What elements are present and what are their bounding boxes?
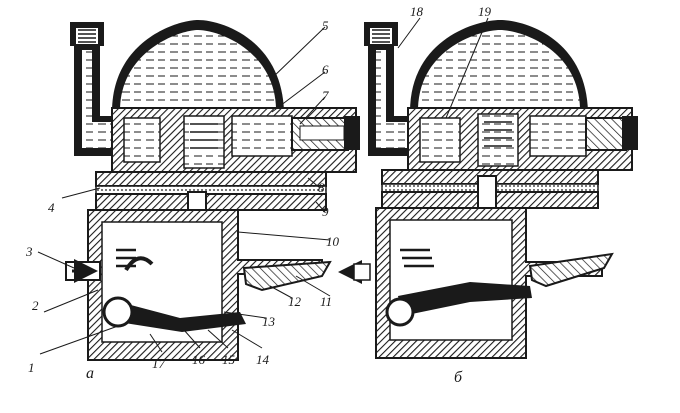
callout-7: 7: [322, 88, 329, 103]
lower-flange-a: [95, 193, 327, 211]
leader-lines: [37, 17, 489, 355]
panel-b-pump: [338, 20, 638, 359]
callout-9: 9: [322, 204, 329, 219]
callout-3: 3: [25, 244, 33, 259]
callout-12: 12: [288, 294, 302, 309]
dome-fuel-a: [120, 30, 276, 108]
top-flange-a: [95, 171, 327, 187]
callout-5: 5: [322, 18, 329, 33]
callout-4: 4: [48, 200, 55, 215]
panel-label-b: б: [454, 369, 463, 386]
callout-15: 15: [222, 352, 236, 367]
callout-18: 18: [410, 4, 424, 19]
outlet-fitting-b: [585, 117, 627, 151]
callout-16: 16: [192, 352, 206, 367]
callout-14: 14: [256, 352, 270, 367]
callout-2: 2: [32, 298, 39, 313]
callout-8: 8: [318, 180, 325, 195]
manual-lever-b: [528, 252, 614, 288]
callout-1: 1: [28, 360, 35, 375]
callout-17: 17: [152, 356, 166, 371]
callout-6: 6: [322, 62, 329, 77]
callout-10: 10: [326, 234, 340, 249]
panel-label-a: а: [86, 365, 94, 382]
panel-labels: а б: [86, 365, 463, 386]
callout-13: 13: [262, 314, 276, 329]
panel-a-pump: [65, 20, 360, 361]
callout-19: 19: [478, 4, 492, 19]
callout-labels: 1 2 3 4 5 6 7 8 9 10 11 12 13 14 15 16 1…: [25, 4, 492, 375]
callout-11: 11: [320, 294, 332, 309]
diaphragm-a: [95, 185, 327, 195]
manual-lever-a: [242, 260, 332, 292]
